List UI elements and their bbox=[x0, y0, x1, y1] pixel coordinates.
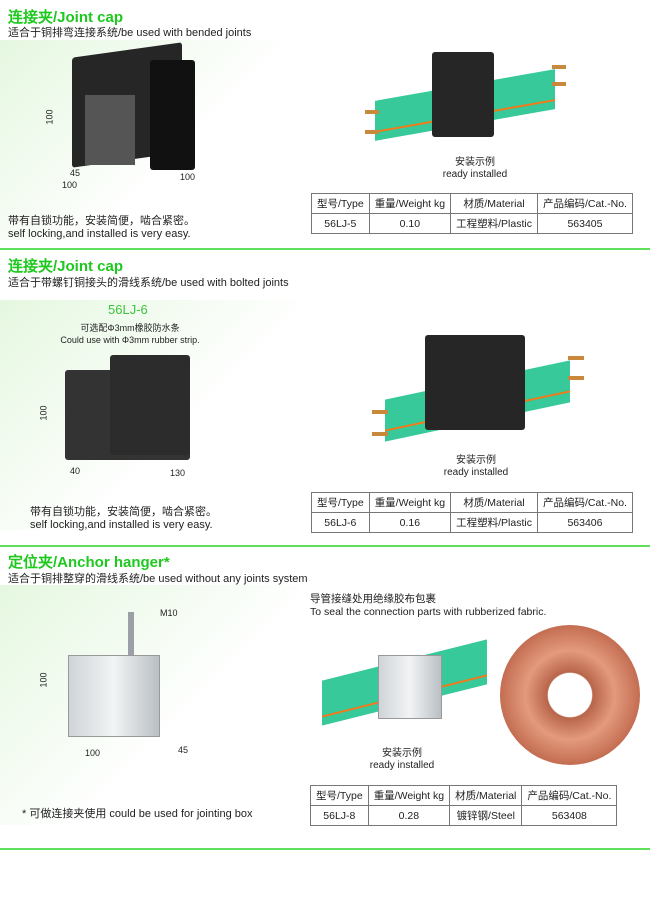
divider bbox=[0, 545, 650, 547]
dim-bolt: M10 bbox=[160, 608, 178, 618]
dim-height: 100 bbox=[38, 672, 49, 688]
model-label: 56LJ-6 bbox=[108, 302, 148, 317]
table-cell: 型号/Type bbox=[311, 193, 370, 214]
usage-note: * 可做连接夹使用 could be used for jointing box bbox=[22, 808, 253, 820]
section-title: 连接夹/Joint cap bbox=[8, 9, 124, 26]
table-cell: 0.10 bbox=[368, 213, 452, 234]
dim-width: 100 bbox=[85, 748, 101, 758]
table-cell: 重量/Weight kg bbox=[368, 193, 452, 214]
feature-note: 带有自锁功能，安装简便，啮合紧密。self locking,and instal… bbox=[8, 215, 195, 240]
table-cell: 产品编码/Cat.-No. bbox=[521, 785, 618, 806]
table-cell: 工程塑料/Plastic bbox=[450, 512, 538, 533]
table-cell: 重量/Weight kg bbox=[367, 785, 451, 806]
table-cell: 563406 bbox=[536, 512, 633, 533]
dim-depth: 45 bbox=[70, 168, 81, 178]
table-cell: 56LJ-5 bbox=[311, 213, 370, 234]
table-cell: 产品编码/Cat.-No. bbox=[536, 193, 633, 214]
table-cell: 0.28 bbox=[367, 805, 451, 826]
table-cell: 材质/Material bbox=[450, 193, 538, 214]
dim-depth: 40 bbox=[70, 466, 81, 476]
divider bbox=[0, 248, 650, 250]
section-subtitle: 适合于铜排弯连接系统/be used with bended joints bbox=[8, 27, 252, 39]
table-cell: 材质/Material bbox=[450, 492, 538, 513]
dim-height: 100 bbox=[38, 405, 49, 421]
dim-height: 100 bbox=[44, 109, 55, 125]
divider bbox=[0, 848, 650, 850]
copper-tape-image bbox=[500, 625, 640, 765]
table-cell: 型号/Type bbox=[311, 492, 370, 513]
table-cell: 0.16 bbox=[368, 512, 452, 533]
section-title: 定位夹/Anchor hanger* bbox=[8, 554, 170, 571]
table-cell: 工程塑料/Plastic bbox=[450, 213, 538, 234]
table-cell: 镀锌钢/Steel bbox=[449, 805, 523, 826]
dim-length: 100 bbox=[180, 172, 196, 182]
section-subtitle: 适合于带螺钉铜接头的滑线系统/be used with bolted joint… bbox=[8, 277, 289, 289]
section-title: 连接夹/Joint cap bbox=[8, 258, 124, 275]
table-cell: 产品编码/Cat.-No. bbox=[536, 492, 633, 513]
table-cell: 563405 bbox=[536, 213, 633, 234]
table-cell: 56LJ-8 bbox=[310, 805, 369, 826]
section-subtitle: 适合于铜排整穿的滑线系统/be used without any joints … bbox=[8, 573, 308, 585]
table-cell: 型号/Type bbox=[310, 785, 369, 806]
dim-width: 100 bbox=[62, 180, 78, 190]
feature-note: 带有自锁功能，安装简便，啮合紧密。self locking,and instal… bbox=[30, 506, 217, 531]
table-cell: 材质/Material bbox=[449, 785, 523, 806]
dim-depth: 45 bbox=[178, 745, 189, 755]
table-cell: 重量/Weight kg bbox=[368, 492, 452, 513]
table-cell: 56LJ-6 bbox=[311, 512, 370, 533]
table-cell: 563408 bbox=[521, 805, 618, 826]
dim-length: 130 bbox=[170, 468, 186, 478]
